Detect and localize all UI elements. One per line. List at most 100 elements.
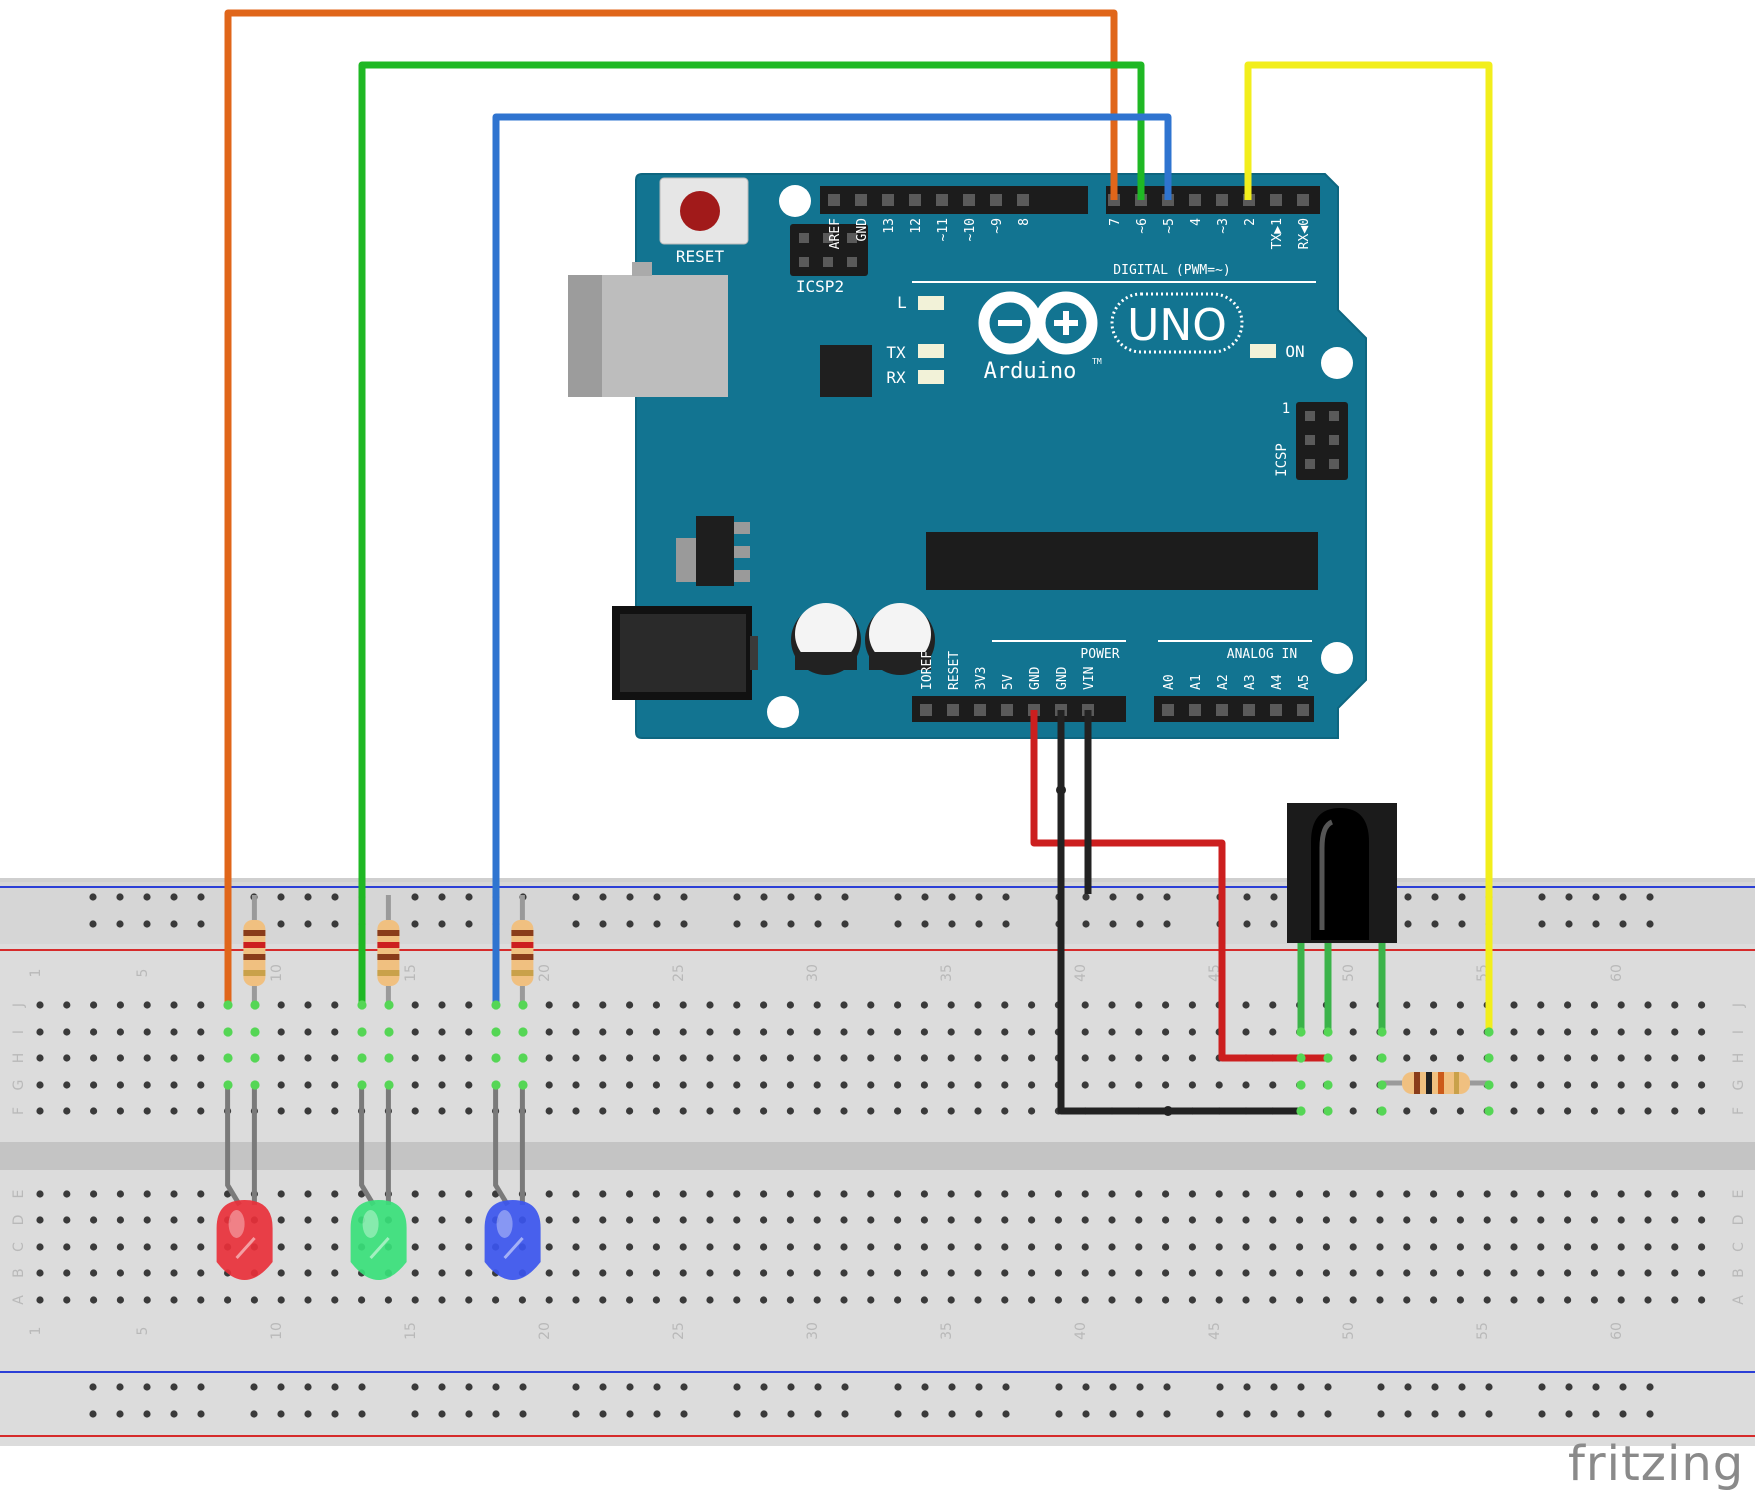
rail-hole[interactable] xyxy=(894,920,902,928)
breadboard-hole[interactable] xyxy=(1349,1107,1357,1115)
breadboard-hole[interactable] xyxy=(90,1028,98,1036)
breadboard-hole[interactable] xyxy=(90,1216,98,1224)
breadboard-hole[interactable] xyxy=(947,1081,955,1089)
breadboard-hole[interactable] xyxy=(813,1028,821,1036)
breadboard-hole[interactable] xyxy=(867,1296,875,1304)
breadboard-hole[interactable] xyxy=(760,1001,768,1009)
breadboard-hole[interactable] xyxy=(840,1028,848,1036)
rail-hole[interactable] xyxy=(760,1383,768,1391)
breadboard-hole[interactable] xyxy=(786,1054,795,1062)
breadboard-hole[interactable] xyxy=(1617,1269,1625,1277)
rail-hole[interactable] xyxy=(733,893,741,901)
rail-hole[interactable] xyxy=(1646,920,1654,928)
rail-hole[interactable] xyxy=(143,920,151,928)
rail-hole[interactable] xyxy=(680,1410,688,1418)
breadboard-hole[interactable] xyxy=(1671,1054,1679,1062)
breadboard-hole[interactable] xyxy=(920,1216,929,1224)
breadboard-hole[interactable] xyxy=(465,1081,473,1089)
breadboard-hole[interactable] xyxy=(465,1107,473,1115)
breadboard-hole[interactable] xyxy=(652,1054,661,1062)
breadboard-hole[interactable] xyxy=(1242,1296,1250,1304)
breadboard-hole[interactable] xyxy=(974,1296,982,1304)
breadboard-hole[interactable] xyxy=(1028,1243,1036,1251)
rail-hole[interactable] xyxy=(1431,920,1439,928)
breadboard-hole[interactable] xyxy=(679,1028,687,1036)
breadboard-hole[interactable] xyxy=(1162,1190,1170,1198)
rail-hole[interactable] xyxy=(1270,920,1278,928)
breadboard-hole[interactable] xyxy=(1564,1243,1572,1251)
breadboard-hole[interactable] xyxy=(170,1190,178,1198)
breadboard-hole[interactable] xyxy=(733,1028,741,1036)
breadboard-hole[interactable] xyxy=(1135,1243,1143,1251)
wire-blue[interactable] xyxy=(492,113,1172,1005)
header-pin[interactable] xyxy=(947,704,959,716)
breadboard-hole[interactable] xyxy=(1028,1216,1036,1224)
breadboard-hole[interactable] xyxy=(1537,1001,1545,1009)
breadboard-hole[interactable] xyxy=(760,1190,768,1198)
breadboard-hole[interactable] xyxy=(1269,1243,1277,1251)
breadboard-hole[interactable] xyxy=(974,1269,982,1277)
rail-hole[interactable] xyxy=(1431,1410,1439,1418)
rail-hole[interactable] xyxy=(304,920,312,928)
breadboard-hole[interactable] xyxy=(1403,1190,1411,1198)
rail-hole[interactable] xyxy=(948,920,956,928)
rail-hole[interactable] xyxy=(411,920,419,928)
breadboard-hole[interactable] xyxy=(1296,1243,1304,1251)
breadboard-hole[interactable] xyxy=(116,1243,124,1251)
breadboard-hole[interactable] xyxy=(1456,1028,1464,1036)
header-pin[interactable] xyxy=(1189,194,1201,206)
breadboard-hole[interactable] xyxy=(652,1269,661,1277)
breadboard-hole[interactable] xyxy=(1671,1107,1679,1115)
rail-hole[interactable] xyxy=(1270,1410,1278,1418)
breadboard-hole[interactable] xyxy=(1322,1216,1330,1224)
breadboard-hole[interactable] xyxy=(920,1269,929,1277)
breadboard-hole[interactable] xyxy=(1162,1296,1170,1304)
breadboard-hole[interactable] xyxy=(1564,1054,1572,1062)
rail-hole[interactable] xyxy=(894,1410,902,1418)
breadboard-hole[interactable] xyxy=(679,1190,687,1198)
breadboard-hole[interactable] xyxy=(116,1054,124,1062)
breadboard-hole[interactable] xyxy=(63,1269,71,1277)
breadboard-hole[interactable] xyxy=(786,1081,795,1089)
breadboard-hole[interactable] xyxy=(304,1269,312,1277)
rail-hole[interactable] xyxy=(116,920,124,928)
rail-hole[interactable] xyxy=(572,1383,580,1391)
breadboard-hole[interactable] xyxy=(1349,1216,1357,1224)
breadboard-hole[interactable] xyxy=(1483,1243,1491,1251)
breadboard-hole[interactable] xyxy=(706,1243,714,1251)
rail-hole[interactable] xyxy=(170,1383,178,1391)
rail-hole[interactable] xyxy=(1458,920,1466,928)
breadboard-hole[interactable] xyxy=(920,1054,929,1062)
rail-hole[interactable] xyxy=(921,1410,929,1418)
breadboard-hole[interactable] xyxy=(706,1054,714,1062)
breadboard-hole[interactable] xyxy=(626,1054,634,1062)
breadboard-hole[interactable] xyxy=(733,1107,741,1115)
breadboard-hole[interactable] xyxy=(170,1107,178,1115)
breadboard-hole[interactable] xyxy=(706,1028,714,1036)
header-pin[interactable] xyxy=(974,704,986,716)
rail-hole[interactable] xyxy=(1458,1410,1466,1418)
breadboard-hole[interactable] xyxy=(36,1269,44,1277)
breadboard-hole[interactable] xyxy=(1430,1028,1438,1036)
rail-hole[interactable] xyxy=(1163,920,1171,928)
breadboard-hole[interactable] xyxy=(947,1243,955,1251)
breadboard-hole[interactable] xyxy=(626,1269,634,1277)
header-pin[interactable] xyxy=(1001,704,1013,716)
breadboard-hole[interactable] xyxy=(1108,1054,1116,1062)
rail-hole[interactable] xyxy=(465,920,473,928)
breadboard-hole[interactable] xyxy=(1644,1001,1652,1009)
breadboard-hole[interactable] xyxy=(974,1028,982,1036)
rail-hole[interactable] xyxy=(1565,1383,1573,1391)
header-pin[interactable] xyxy=(1216,704,1228,716)
breadboard-hole[interactable] xyxy=(63,1107,71,1115)
breadboard-hole[interactable] xyxy=(1108,1081,1116,1089)
breadboard-hole[interactable] xyxy=(867,1107,875,1115)
breadboard-hole[interactable] xyxy=(947,1107,955,1115)
rail-hole[interactable] xyxy=(1619,893,1627,901)
rail-hole[interactable] xyxy=(1565,920,1573,928)
breadboard-hole[interactable] xyxy=(197,1107,205,1115)
breadboard-hole[interactable] xyxy=(304,1028,312,1036)
breadboard-hole[interactable] xyxy=(1510,1028,1518,1036)
breadboard-hole[interactable] xyxy=(63,1028,71,1036)
breadboard-hole[interactable] xyxy=(947,1028,955,1036)
